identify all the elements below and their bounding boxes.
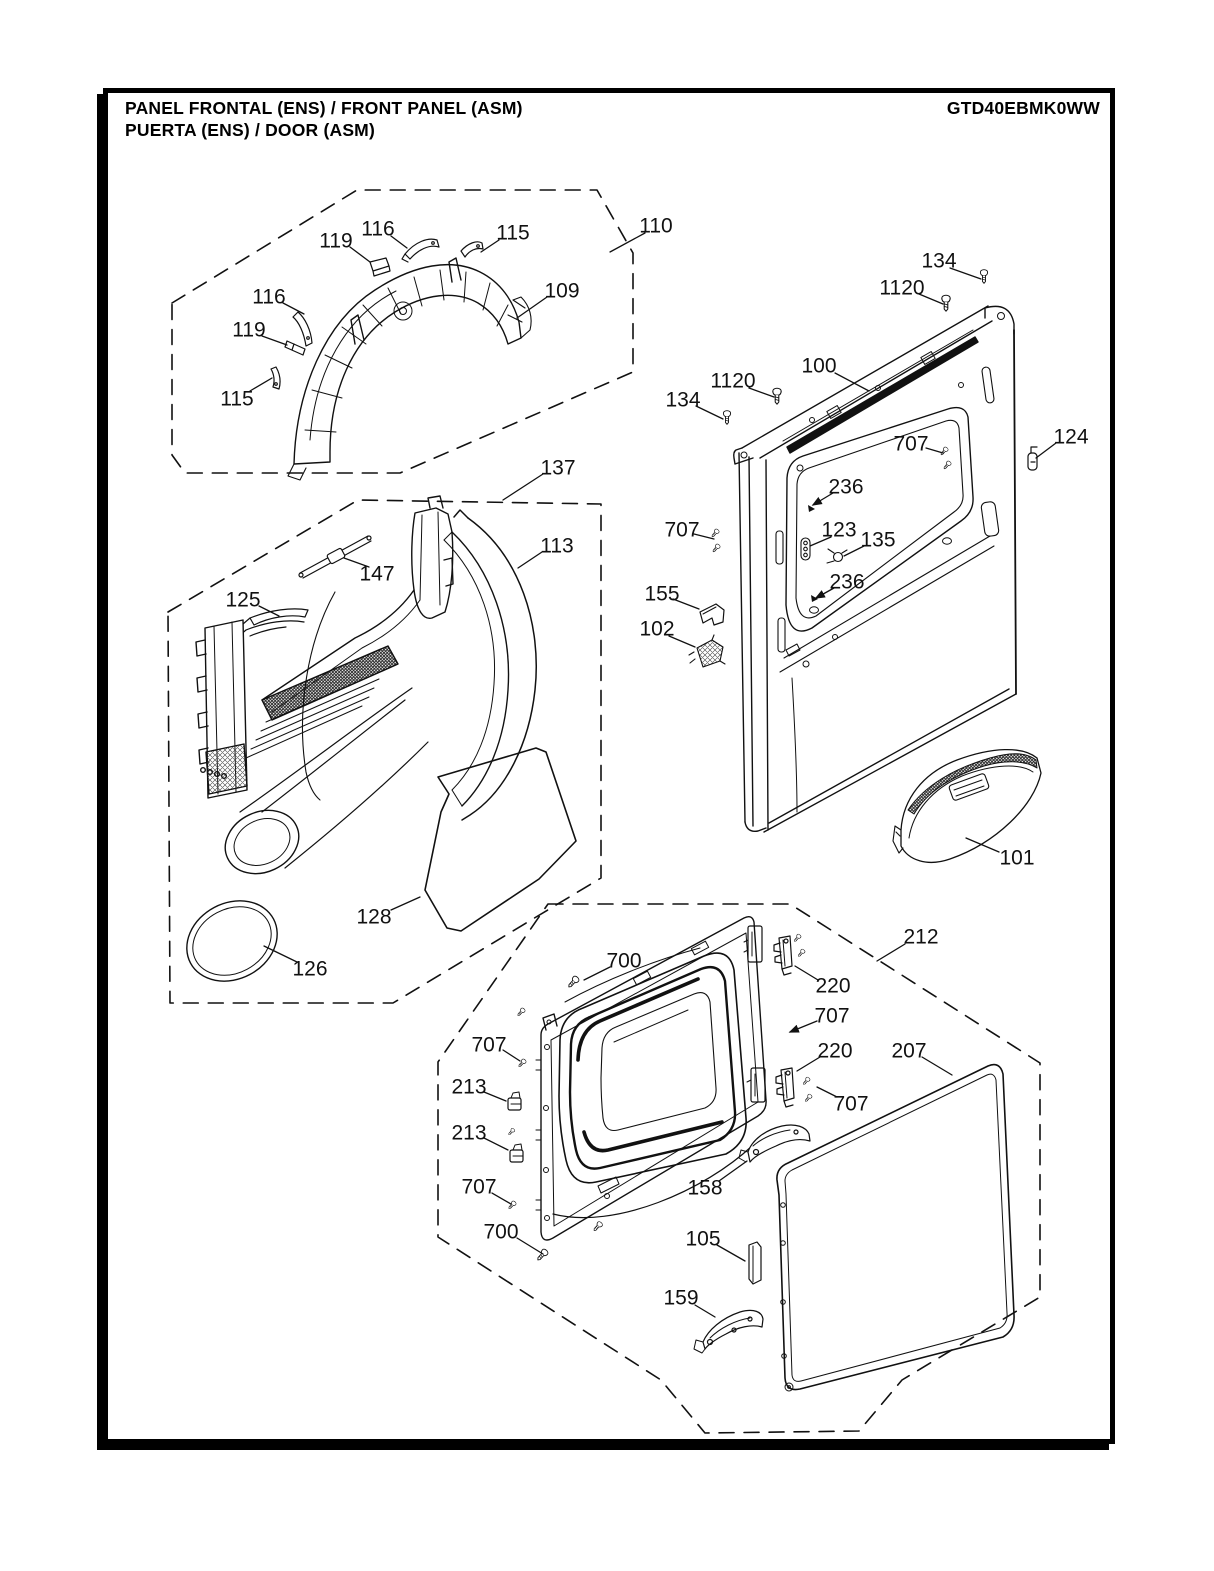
part-128-gasket: [424, 747, 577, 932]
part-700-door-inner-frame: [535, 915, 767, 1241]
part-label-135: 135: [860, 528, 896, 552]
part-label-115-2: 115: [220, 387, 254, 411]
part-label-707-5: 707: [471, 1033, 507, 1057]
part-label-134: 134: [921, 249, 957, 273]
part-label-115: 115: [496, 221, 530, 245]
part-109-arc-duct: [287, 257, 532, 481]
part-label-158: 158: [687, 1176, 723, 1200]
part-label-155: 155: [644, 582, 680, 606]
part-label-159: 159: [663, 1286, 699, 1310]
part-label-707-3: 707: [814, 1004, 850, 1028]
boundary-group-212: [437, 903, 1041, 1434]
part-label-213-2: 213: [451, 1121, 487, 1145]
part-213-clips: [507, 1091, 524, 1163]
leader-lines: [249, 232, 1057, 1318]
part-label-1120: 1120: [879, 276, 925, 300]
part-label-707-2: 707: [664, 518, 700, 542]
boundary-group-137: [167, 499, 602, 1004]
page-title-line1: PANEL FRONTAL (ENS) / FRONT PANEL (ASM): [125, 98, 523, 118]
part-label-100: 100: [801, 354, 837, 378]
model-number: GTD40EBMK0WW: [946, 98, 1100, 118]
part-220-hinges: [773, 935, 795, 1108]
part-label-220-2: 220: [817, 1039, 853, 1063]
part-label-109: 109: [544, 279, 580, 303]
part-label-700-2: 700: [483, 1220, 519, 1244]
part-label-113: 113: [540, 534, 574, 558]
part-label-707-6: 707: [461, 1175, 497, 1199]
part-label-707-4: 707: [833, 1092, 869, 1116]
part-label-207: 207: [891, 1039, 927, 1063]
part-159-latch: [693, 1309, 764, 1354]
part-label-116-2: 116: [252, 285, 286, 309]
part-label-124: 124: [1053, 425, 1089, 449]
part-135-clip: [826, 548, 848, 564]
part-label-126: 126: [292, 957, 328, 981]
part-207-outer-door-panel: [776, 1063, 1015, 1392]
part-label-102: 102: [639, 617, 675, 641]
part-label-707: 707: [893, 432, 929, 456]
part-label-119: 119: [319, 229, 353, 253]
part-label-213: 213: [451, 1075, 487, 1099]
page-title-line2: PUERTA (ENS) / DOOR (ASM): [125, 120, 375, 140]
part-label-212: 212: [903, 925, 939, 949]
part-123-clip: [800, 537, 811, 561]
part-124-keeper: [1027, 446, 1038, 471]
part-label-236-2: 236: [829, 570, 865, 594]
part-158-latch: [738, 1124, 811, 1163]
part-label-700: 700: [606, 949, 642, 973]
part-155-pad: [699, 603, 725, 626]
part-label-116: 116: [361, 217, 395, 241]
part-label-147: 147: [359, 562, 395, 586]
part-113-seal-wire: [453, 509, 538, 821]
part-label-220: 220: [815, 974, 851, 998]
part-105-rod: [748, 1241, 762, 1285]
part-label-101: 101: [999, 846, 1035, 870]
part-115-116-119-strips: [270, 238, 484, 390]
part-101-handle: [892, 748, 1042, 863]
part-label-110: 110: [639, 214, 673, 238]
part-label-125: 125: [225, 588, 261, 612]
part-label-1120-2: 1120: [710, 369, 756, 393]
group-boundaries: [167, 189, 1041, 1434]
part-label-105: 105: [685, 1227, 721, 1251]
part-label-119-2: 119: [232, 318, 266, 342]
boundary-group-110: [171, 189, 634, 474]
part-label-128: 128: [356, 905, 392, 929]
part-label-134-2: 134: [665, 388, 701, 412]
screw-fasteners: [506, 269, 989, 1263]
part-147-rod: [298, 535, 372, 579]
part-100-front-panel: [733, 305, 1017, 833]
part-126-ring: [186, 900, 278, 982]
part-102-switch: [688, 634, 726, 668]
part-label-236: 236: [828, 475, 864, 499]
part-label-137: 137: [540, 456, 576, 480]
part-label-123: 123: [821, 518, 857, 542]
door-frame-core: [195, 495, 510, 875]
